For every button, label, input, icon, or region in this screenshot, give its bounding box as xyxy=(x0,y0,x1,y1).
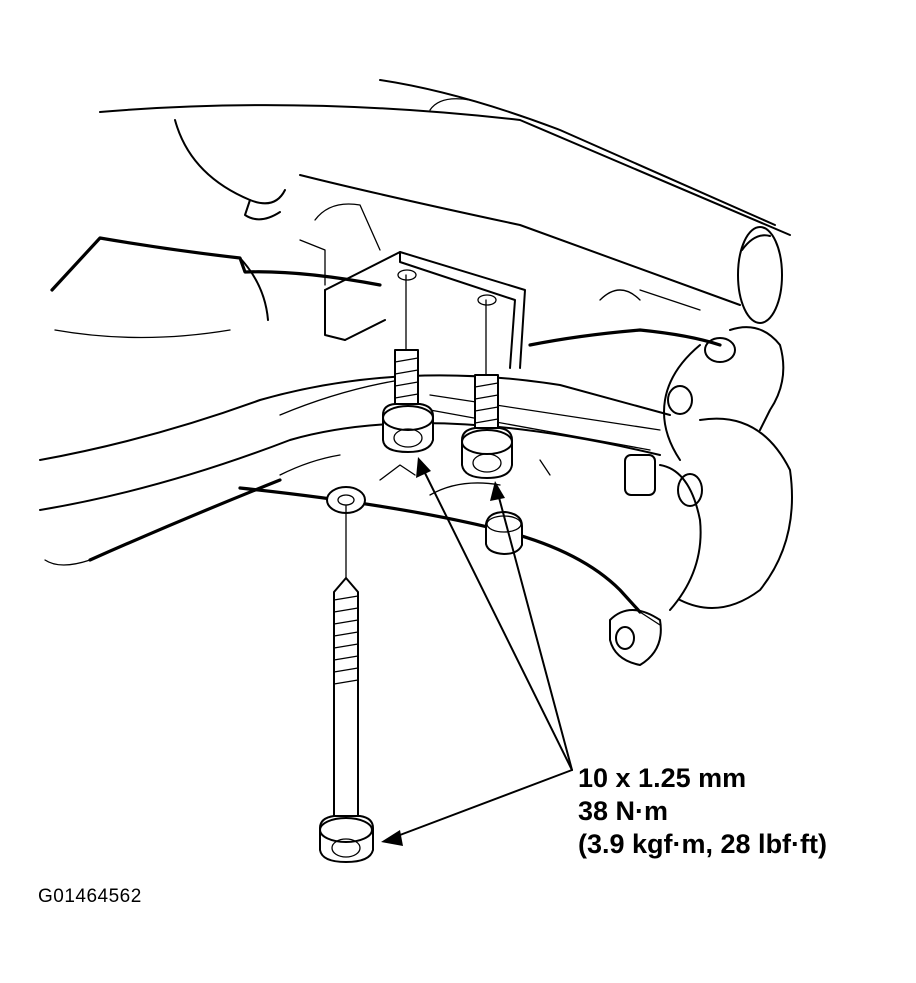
arrowhead-long-bolt xyxy=(381,830,403,846)
mounting-bracket xyxy=(299,203,526,369)
body-panel xyxy=(50,236,722,347)
thread-size-label: 10 x 1.25 mm xyxy=(578,763,747,793)
arrowhead-upper-left xyxy=(416,457,431,478)
torque-nm-label: 38 N·m xyxy=(578,796,669,826)
torque-spec-callout: 10 x 1.25 mm 38 N·m (3.9 kgf·m, 28 lbf·f… xyxy=(578,762,827,861)
upper-frame-member xyxy=(99,79,791,324)
upper-left-bolt xyxy=(382,274,434,453)
long-bolt xyxy=(319,504,374,863)
figure-code: G01464562 xyxy=(38,886,142,907)
knuckle-assembly xyxy=(609,326,793,666)
upper-right-bolt xyxy=(461,299,513,479)
torque-alt-label: (3.9 kgf·m, 28 lbf·ft) xyxy=(578,829,828,859)
callout-leader-lines xyxy=(381,457,573,846)
arrowhead-upper-right xyxy=(490,481,505,501)
